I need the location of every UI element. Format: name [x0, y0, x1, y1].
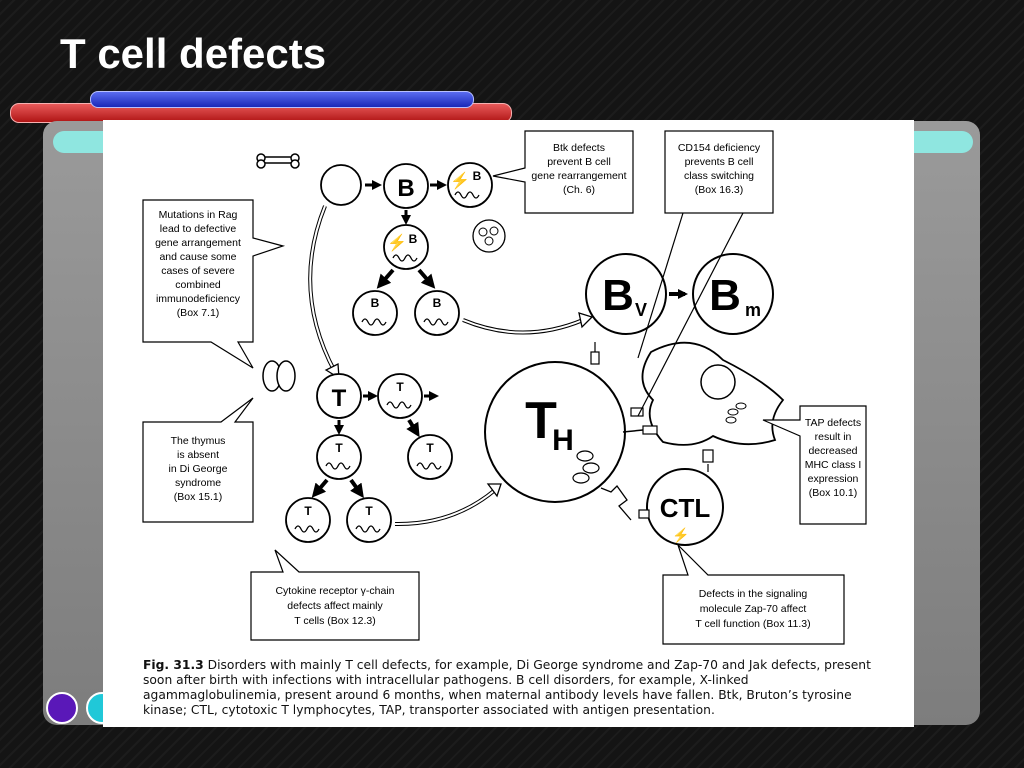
b-cell-activated — [447, 162, 493, 208]
t-cell-label: T — [304, 504, 312, 518]
figure-caption-text: Disorders with mainly T cell defects, fo… — [143, 658, 871, 717]
t-cell-label: T — [365, 504, 373, 518]
callout-btk — [492, 130, 634, 214]
b-cell-label: B — [433, 296, 442, 310]
callout-text-line: defects affect mainly — [287, 600, 383, 612]
figure-image: B ⚡ B ⚡ B B B B V B m T — [103, 120, 914, 727]
b-cell-label: B — [371, 296, 380, 310]
callout-text-line: and cause some — [159, 251, 236, 263]
lightning-icon: ⚡ — [387, 233, 407, 252]
t-cell-mature-right — [346, 497, 392, 543]
bv-subscript: V — [635, 300, 647, 320]
figure-caption: Fig. 31.3 Disorders with mainly T cell d… — [143, 658, 883, 718]
bone-icon — [256, 153, 300, 169]
decorative-purple-dot — [46, 692, 78, 724]
callout-text-line: prevent B cell — [547, 156, 611, 168]
b-cell — [383, 163, 429, 209]
callout-text-line: is absent — [177, 449, 219, 461]
callout-rag — [142, 199, 286, 369]
t-cell-receptor — [377, 373, 423, 419]
callout-text-line: (Box 16.3) — [695, 184, 743, 196]
callout-text-line: class switching — [684, 170, 754, 182]
t-cell-mature-left — [285, 497, 331, 543]
b-cell-mature-right — [414, 290, 460, 336]
callout-text-line: gene rearrangement — [531, 170, 626, 182]
callout-text-line: molecule Zap-70 affect — [700, 603, 807, 615]
callout-text-line: immunodeficiency — [156, 293, 241, 305]
t-cell — [316, 373, 362, 419]
callout-text-line: Defects in the signaling — [699, 588, 808, 600]
callout-text-line: The thymus — [171, 435, 226, 447]
b-cell-virgin — [585, 253, 667, 335]
callout-text-line: gene arrangement — [155, 237, 241, 249]
t-cell-label: T — [335, 441, 343, 455]
callout-text-line: syndrome — [175, 477, 221, 489]
bm-label: B — [709, 271, 741, 320]
callout-text-line: (Box 10.1) — [809, 487, 857, 499]
callout-text-line: MHC class I — [805, 459, 862, 471]
callout-text-line: in Di George — [169, 463, 228, 475]
callout-tap — [762, 405, 867, 525]
callout-zap70 — [662, 544, 845, 645]
callout-text-line: result in — [815, 431, 852, 443]
lymph-node-icon — [472, 219, 506, 253]
callout-text-line: Mutations in Rag — [159, 209, 238, 221]
callout-text-line: decreased — [808, 445, 857, 457]
b-cell-label: B — [409, 232, 418, 246]
callout-text-line: T cells (Box 12.3) — [294, 615, 376, 627]
callout-text-line: (Box 15.1) — [174, 491, 222, 503]
slide-title: T cell defects — [60, 30, 327, 77]
decorative-blue-bar — [90, 91, 474, 108]
callout-text-line: lead to defective — [160, 223, 237, 235]
t-cell-precursor — [316, 434, 362, 480]
lightning-icon: ⚡ — [672, 527, 689, 544]
callout-text-line: (Ch. 6) — [563, 184, 595, 196]
callout-text-line: TAP defects — [805, 417, 861, 429]
figure-caption-label: Fig. 31.3 — [143, 658, 204, 672]
th-subscript: H — [552, 424, 574, 457]
bv-label: B — [602, 271, 634, 320]
callout-text-line: CD154 deficiency — [678, 142, 761, 154]
b-cell-mature-left — [352, 290, 398, 336]
b-cell-memory — [692, 253, 774, 335]
callout-text-line: T cell function (Box 11.3) — [695, 618, 810, 630]
callout-cd154 — [664, 130, 774, 214]
callout-text-line: Btk defects — [553, 142, 605, 154]
ctl-label: CTL — [660, 493, 711, 523]
callout-text-line: expression — [808, 473, 859, 485]
callout-cytokine — [250, 549, 420, 641]
thymus-icon — [262, 360, 296, 392]
callout-text-line: combined — [175, 279, 221, 291]
callout-text-line: cases of severe — [161, 265, 235, 277]
t-cell-label: T — [426, 441, 434, 455]
callout-text-line: (Box 7.1) — [177, 307, 220, 319]
immunology-diagram: B ⚡ B ⚡ B B B B V B m T — [142, 130, 867, 645]
t-cell-label: T — [396, 380, 404, 394]
stem-cell — [320, 164, 362, 206]
bm-subscript: m — [745, 300, 761, 320]
cytotoxic-t-cell — [646, 468, 724, 546]
b-cell-label: B — [473, 169, 482, 183]
callout-thymus — [142, 397, 254, 523]
callout-text-line: Cytokine receptor γ-chain — [275, 585, 394, 597]
callout-text-line: prevents B cell — [685, 156, 754, 168]
t-cell-branch — [407, 434, 453, 480]
t-cell-label: T — [332, 385, 347, 412]
b-cell-label: B — [397, 175, 414, 202]
th-label: T — [525, 392, 557, 450]
lightning-icon: ⚡ — [450, 171, 470, 190]
